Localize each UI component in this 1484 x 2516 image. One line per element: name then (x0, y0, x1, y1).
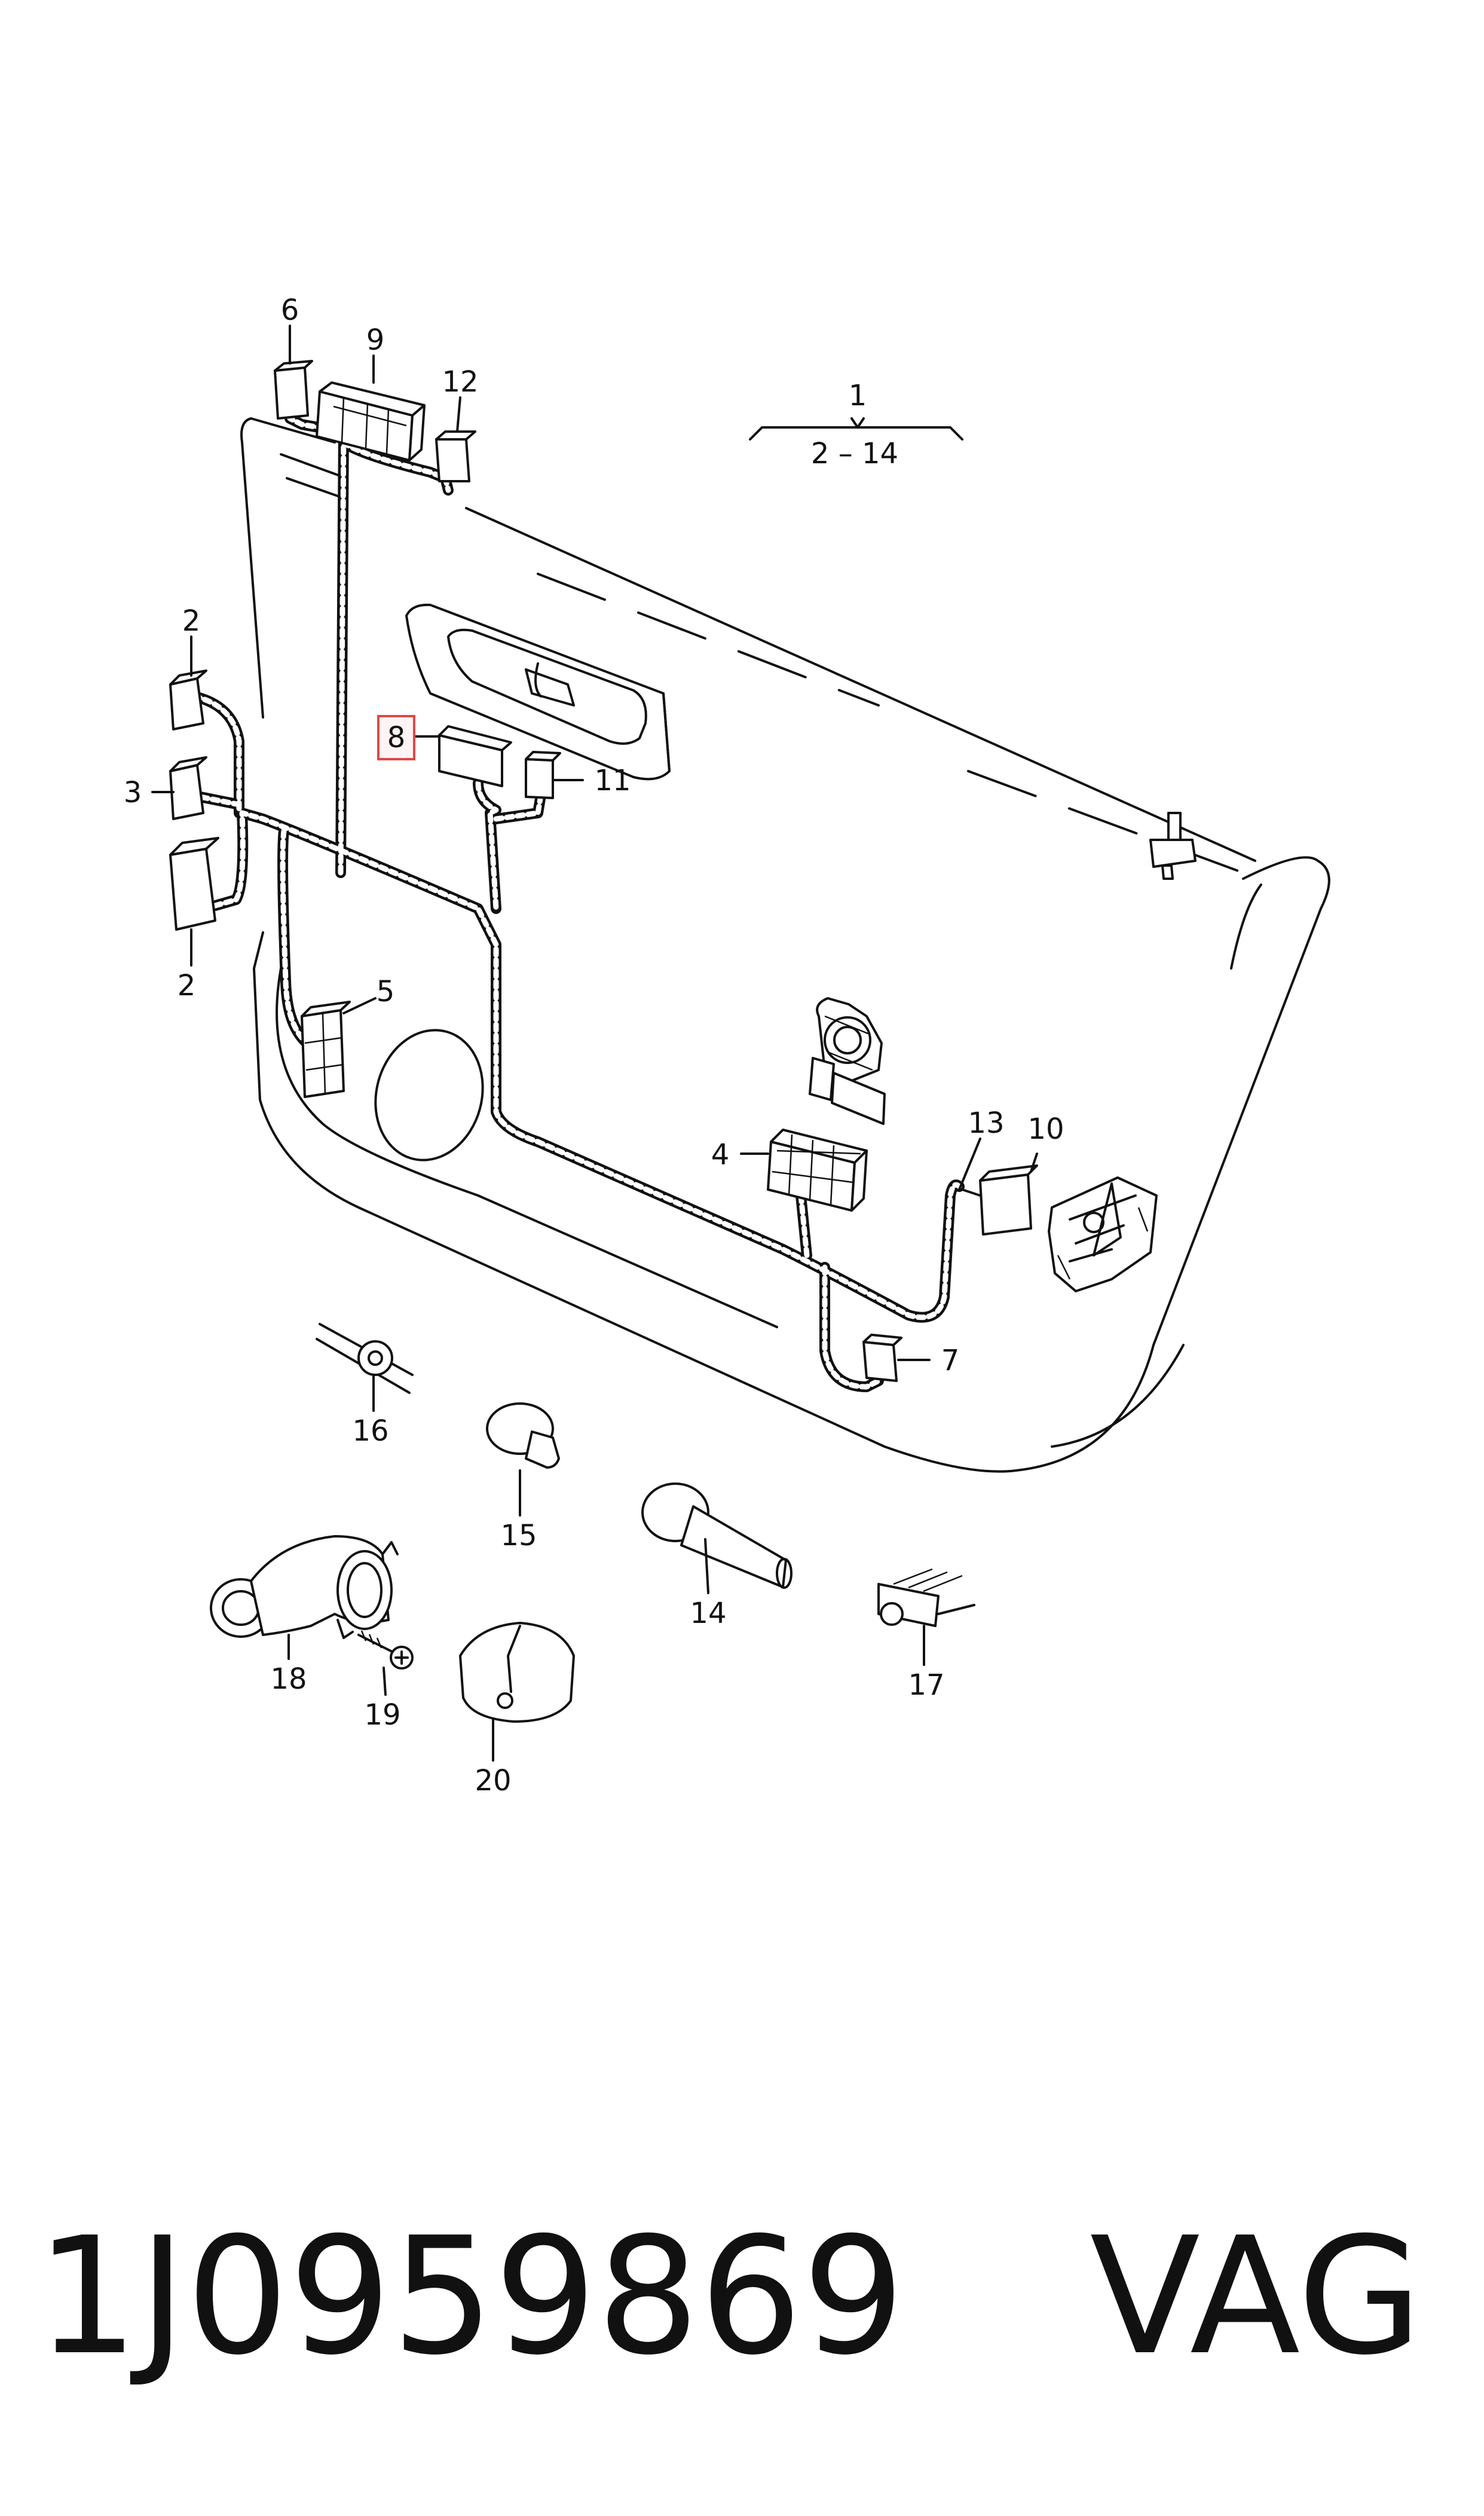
connector-6 (274, 360, 313, 420)
wiring-harness (186, 413, 965, 1392)
callout-5[interactable]: 5 (377, 975, 395, 1008)
part-15-grommet (486, 1402, 560, 1469)
callout-17[interactable]: 17 (908, 1668, 944, 1702)
connector-7 (862, 1334, 902, 1382)
callout-10[interactable]: 10 (1027, 1112, 1064, 1146)
part-20-grommet (459, 1622, 575, 1723)
callout-labels: 1 2 – 14 6 9 12 2 3 2 8 11 5 4 13 10 7 1… (124, 294, 1064, 1797)
part-number: 1J0959869 (36, 2202, 905, 2390)
door-lock-unit (1048, 1176, 1158, 1292)
door-panel-outline (240, 417, 1330, 1473)
callout-16[interactable]: 16 (352, 1414, 388, 1448)
callout-19[interactable]: 19 (364, 1698, 400, 1732)
connector-8 (438, 725, 512, 787)
callout-8-highlight (377, 715, 415, 760)
part-19-screw (357, 1630, 414, 1670)
connector-9 (316, 381, 426, 461)
connector-5 (301, 1001, 351, 1098)
part-16-cable-clip (316, 1323, 414, 1394)
leader-lines (151, 325, 1038, 1762)
callout-18[interactable]: 18 (270, 1662, 307, 1696)
window-regulator-motor (809, 997, 886, 1125)
part-14-grommet (641, 1482, 793, 1589)
connector-2-lower (169, 837, 219, 931)
callout-6[interactable]: 6 (281, 294, 299, 327)
callout-9[interactable]: 9 (366, 323, 385, 357)
callout-20[interactable]: 20 (475, 1764, 511, 1797)
callout-4[interactable]: 4 (711, 1138, 730, 1172)
callout-14[interactable]: 14 (690, 1597, 726, 1630)
callout-1[interactable]: 1 (849, 379, 867, 412)
connector-12 (435, 430, 476, 482)
callout-3[interactable]: 3 (124, 776, 142, 809)
callout-15[interactable]: 15 (500, 1519, 537, 1552)
callout-12[interactable]: 12 (442, 365, 478, 399)
callout-range: 2 – 14 (811, 437, 898, 470)
connector-10 (961, 1164, 1038, 1236)
callout-11[interactable]: 11 (594, 764, 631, 797)
connector-11 (525, 751, 561, 799)
callout-13[interactable]: 13 (968, 1106, 1004, 1140)
callout-2-upper[interactable]: 2 (182, 604, 201, 638)
connector-4 (767, 1129, 868, 1212)
part-17-clip (877, 1568, 975, 1627)
brand-label: VAG (1090, 2202, 1422, 2390)
part-18-boot (210, 1535, 399, 1639)
callout-7[interactable]: 7 (941, 1344, 960, 1377)
callout-8[interactable]: 8 (387, 721, 406, 754)
connector-3 (169, 756, 207, 820)
connector-2-upper (169, 669, 207, 730)
callout-2-lower[interactable]: 2 (178, 969, 196, 1002)
